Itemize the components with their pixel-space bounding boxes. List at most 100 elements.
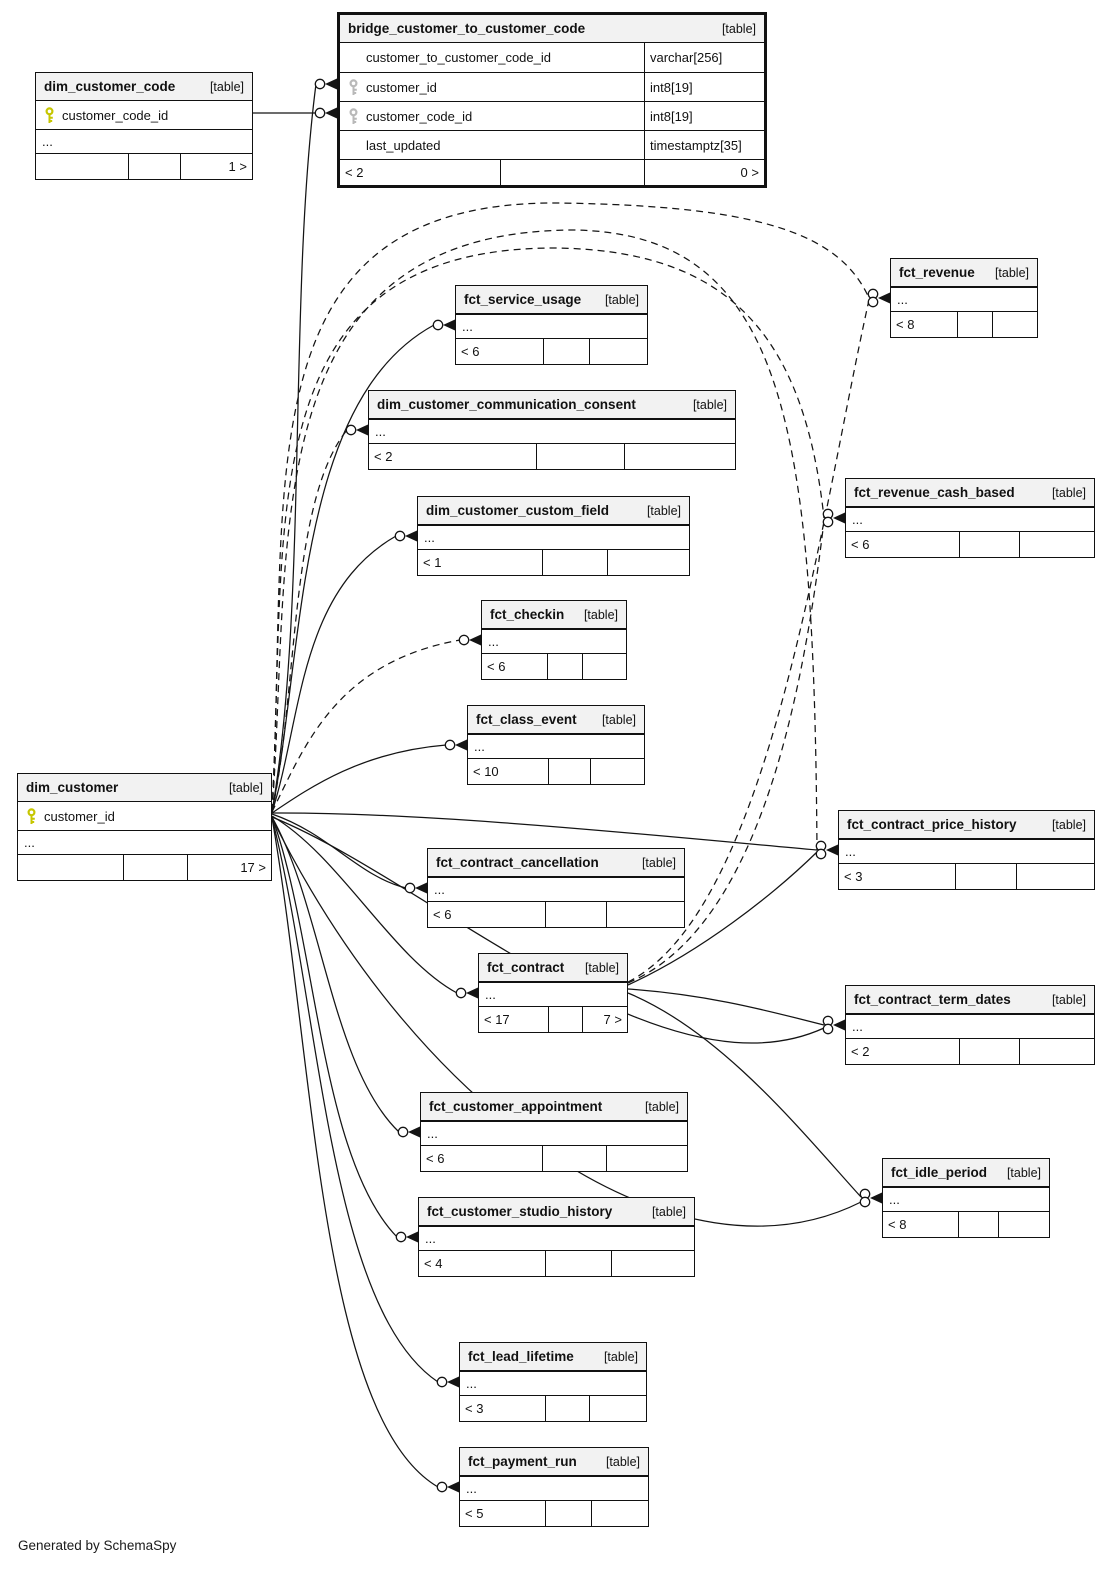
table-fct_service_usage[interactable]: fct_service_usage [table] ...< 6: [455, 285, 648, 365]
table-name: dim_customer_communication_consent: [377, 397, 636, 412]
relationship-fct_contract-to-fct_contract_price_history: [627, 851, 818, 986]
relationship-dim_customer-to-fct_revenue_cash_based: [271, 247, 825, 812]
table-dim_customer_custom_field[interactable]: dim_customer_custom_field [table] ...< 1: [417, 496, 690, 576]
relationship-dim_customer-to-fct_lead_lifetime: [271, 817, 439, 1383]
table-header: fct_contract_price_history [table]: [839, 811, 1094, 839]
foreign-key-icon: [348, 78, 358, 95]
footer-spacer: [958, 312, 994, 337]
fk-connector-fct_lead_lifetime: [436, 1376, 459, 1388]
table-header: dim_customer_custom_field [table]: [418, 497, 689, 525]
table-footer: < 8: [883, 1211, 1049, 1237]
more-columns-ellipsis: ...: [418, 525, 689, 549]
table-type-badge: [table]: [605, 1454, 640, 1469]
table-fct_contract_price_history[interactable]: fct_contract_price_history [table] ...< …: [838, 810, 1095, 890]
fk-connector-fct_payment_run: [436, 1481, 459, 1493]
table-fct_payment_run[interactable]: fct_payment_run [table] ...< 5: [459, 1447, 649, 1527]
more-columns-ellipsis: ...: [456, 314, 647, 338]
column-row-customer_code_id: customer_code_id: [36, 101, 252, 129]
relationship-dim_customer-to-dim_customer_communication_consent: [271, 429, 348, 813]
table-dim_customer[interactable]: dim_customer [table] customer_id... 17 >: [17, 773, 272, 881]
fk-out-count: [607, 1146, 687, 1171]
more-columns-ellipsis: ...: [482, 629, 626, 653]
fk-connector-fct_idle_period: [859, 1188, 882, 1208]
relationship-dim_customer-to-fct_customer_studio_history: [271, 816, 398, 1238]
fk-connector-dim_customer_communication_consent: [345, 424, 368, 436]
fk-connector-fct_customer_studio_history: [395, 1231, 418, 1243]
fk-out-count: [1020, 532, 1094, 557]
more-columns-ellipsis: ...: [479, 982, 627, 1006]
table-bridge_customer_to_customer_code[interactable]: bridge_customer_to_customer_code [table]…: [337, 12, 767, 188]
footer-spacer: [956, 864, 1018, 889]
relationship-dim_customer-to-fct_class_event: [271, 744, 447, 814]
table-type-badge: [table]: [692, 397, 727, 412]
fk-connector-fct_revenue_cash_based: [822, 508, 845, 528]
fk-in-count: < 10: [468, 759, 549, 784]
table-header: fct_revenue [table]: [891, 259, 1037, 287]
fk-out-count: [590, 1396, 646, 1421]
table-name: dim_customer: [26, 780, 119, 795]
fk-connector-fct_contract_term_dates: [822, 1015, 845, 1035]
table-name: bridge_customer_to_customer_code: [348, 21, 586, 36]
table-footer: < 6: [482, 653, 626, 679]
fk-connector-fct_contract_price_history: [815, 840, 838, 860]
table-name: fct_contract: [487, 960, 565, 975]
table-dim_customer_code[interactable]: dim_customer_code [table] customer_code_…: [35, 72, 253, 180]
table-fct_idle_period[interactable]: fct_idle_period [table] ...< 8: [882, 1158, 1050, 1238]
table-name: fct_lead_lifetime: [468, 1349, 574, 1364]
table-name: dim_customer_custom_field: [426, 503, 610, 518]
table-footer: < 10: [468, 758, 644, 784]
fk-out-count: [592, 1501, 648, 1526]
table-fct_lead_lifetime[interactable]: fct_lead_lifetime [table] ...< 3: [459, 1342, 647, 1422]
table-fct_revenue_cash_based[interactable]: fct_revenue_cash_based [table] ...< 6: [845, 478, 1095, 558]
fk-out-count: [590, 339, 647, 364]
table-name: fct_customer_studio_history: [427, 1204, 613, 1219]
more-columns-ellipsis: ...: [369, 419, 735, 443]
column-name: customer_id: [44, 808, 115, 824]
table-name: fct_contract_price_history: [847, 817, 1017, 832]
footer-spacer: [546, 1396, 591, 1421]
more-columns-ellipsis: ...: [468, 734, 644, 758]
table-name: fct_payment_run: [468, 1454, 577, 1469]
table-fct_contract_cancellation[interactable]: fct_contract_cancellation [table] ...< 6: [427, 848, 685, 928]
table-type-badge: [table]: [1051, 817, 1086, 832]
more-columns-ellipsis: ...: [421, 1121, 687, 1145]
table-fct_class_event[interactable]: fct_class_event [table] ...< 10: [467, 705, 645, 785]
table-dim_customer_communication_consent[interactable]: dim_customer_communication_consent [tabl…: [368, 390, 736, 470]
table-type-badge: [table]: [583, 607, 618, 622]
table-header: fct_payment_run [table]: [460, 1448, 648, 1476]
table-fct_checkin[interactable]: fct_checkin [table] ...< 6: [481, 600, 627, 680]
column-name: customer_code_id: [62, 107, 169, 123]
relationship-dim_customer-to-fct_contract_price_history: [271, 812, 818, 851]
primary-key-icon: [26, 807, 36, 824]
table-footer: < 3: [839, 863, 1094, 889]
fk-out-count: 17 >: [240, 860, 266, 875]
table-name: fct_contract_cancellation: [436, 855, 599, 870]
relationship-dim_customer-to-bridge_customer_to_customer_code.customer_id: [271, 83, 317, 813]
fk-out-count: [993, 312, 1037, 337]
table-fct_revenue[interactable]: fct_revenue [table] ...< 8: [890, 258, 1038, 338]
footer-spacer: [546, 1251, 612, 1276]
table-name: fct_checkin: [490, 607, 565, 622]
relationship-dim_customer-to-fct_checkin: [271, 639, 461, 813]
table-type-badge: [table]: [228, 780, 263, 795]
key-cell: [18, 807, 44, 825]
relationship-fct_contract-to-fct_revenue_cash_based: [627, 520, 825, 984]
table-fct_customer_appointment[interactable]: fct_customer_appointment [table] ...< 6: [420, 1092, 688, 1172]
fk-out-count: [612, 1251, 695, 1276]
table-fct_contract_term_dates[interactable]: fct_contract_term_dates [table] ...< 2: [845, 985, 1095, 1065]
fk-connector-fct_class_event: [444, 739, 467, 751]
table-type-badge: [table]: [641, 855, 676, 870]
table-header: fct_contract_term_dates [table]: [846, 986, 1094, 1014]
fk-connector-bridge_customer_to_customer_code.customer_id: [314, 78, 337, 90]
more-columns-ellipsis: ...: [846, 507, 1094, 531]
fk-connector-fct_contract: [455, 987, 478, 999]
more-columns-ellipsis: ...: [18, 830, 271, 854]
table-footer: < 2: [369, 443, 735, 469]
footer-spacer: [546, 1501, 592, 1526]
table-fct_customer_studio_history[interactable]: fct_customer_studio_history [table] ...<…: [418, 1197, 695, 1277]
